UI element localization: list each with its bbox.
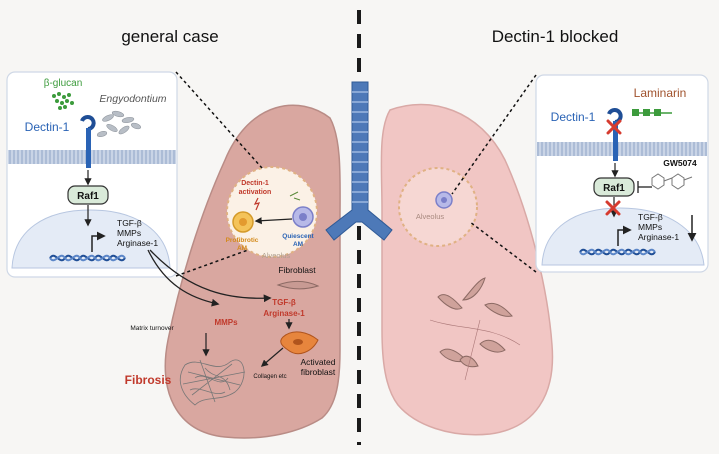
left-membrane xyxy=(8,150,176,164)
lightning-icon xyxy=(253,197,261,211)
dectin1-label: Dectin-1 xyxy=(25,120,70,134)
mmps-arrow xyxy=(147,249,220,307)
trachea xyxy=(325,81,393,241)
collagen-arrow xyxy=(260,347,284,367)
left-panel-title: general case xyxy=(121,27,218,46)
arginase-label: Arginase-1 xyxy=(263,309,305,318)
laminarin-label: Laminarin xyxy=(634,86,687,100)
quiescent-am-nucleus xyxy=(299,213,307,221)
right-lung-fissures xyxy=(429,319,521,381)
right-fibroblasts xyxy=(437,277,513,368)
dectin1-receptor-icon xyxy=(80,115,96,168)
activated-label-2: fibroblast xyxy=(301,367,336,377)
activated-fibroblast-nucleus xyxy=(293,339,303,345)
activation-arrow xyxy=(254,217,293,225)
profibrotic-am-nucleus xyxy=(239,218,247,226)
fibrosis-label: Fibrosis xyxy=(125,373,172,387)
transcription-block-x-icon xyxy=(605,200,621,216)
beta-glucan-icon xyxy=(52,92,74,110)
left-nucleus xyxy=(11,209,171,269)
activated-label-1: Activated xyxy=(301,357,336,367)
collagen-label: Collagen etc xyxy=(253,374,286,380)
left-gene-tgf: TGF-β xyxy=(117,218,142,228)
fibroblast-label: Fibroblast xyxy=(278,265,316,275)
quiescent-label-1: Quiescent xyxy=(282,233,314,240)
left-alveolus-label: Alveolus xyxy=(262,251,291,260)
right-inset-connector-top xyxy=(451,74,537,195)
laminarin-icon xyxy=(632,109,672,116)
fibrosis-mesh xyxy=(179,359,246,406)
left-raf1-label: Raf1 xyxy=(77,191,99,202)
right-alveolus xyxy=(398,167,478,247)
gw5074-molecule-icon xyxy=(651,173,693,190)
profibrotic-label-2: AM xyxy=(237,245,247,252)
beta-glucan-label: β-glucan xyxy=(44,78,83,89)
left-gene-mmps: MMPs xyxy=(117,228,141,238)
activation-label-1: Dectin-1 xyxy=(241,180,269,187)
gw5074-label: GW5074 xyxy=(663,158,697,168)
right-alveolus-label: Alveolus xyxy=(416,212,445,221)
right-dna-helix xyxy=(579,248,656,256)
fibroblast-cell xyxy=(276,280,320,290)
right-inset xyxy=(535,74,709,273)
left-alveolus xyxy=(226,166,318,258)
left-raf1-box xyxy=(67,185,109,205)
tgf-label: TGF-β xyxy=(272,298,296,307)
right-panel-title: Dectin-1 blocked xyxy=(492,27,619,46)
left-inset-connector-top xyxy=(175,71,263,169)
right-dectin1-receptor-icon xyxy=(607,108,623,161)
left-dna-helix xyxy=(49,254,126,262)
mmps-label: MMPs xyxy=(214,318,238,327)
right-inset-connector-bottom xyxy=(469,221,537,273)
right-dectin1-label: Dectin-1 xyxy=(551,110,596,124)
engyodontium-icon xyxy=(96,110,142,137)
left-inset-connector-bottom xyxy=(175,249,249,277)
matrix-turnover-label: Matrix turnover xyxy=(130,325,174,332)
left-transcription-arrow xyxy=(91,231,106,252)
right-membrane xyxy=(537,142,707,156)
right-gene-mmps: MMPs xyxy=(638,222,662,232)
right-lung xyxy=(380,103,554,436)
right-transcription-arrow xyxy=(617,225,632,246)
glucan-particle-icon xyxy=(289,191,301,201)
right-raf1-box xyxy=(593,177,635,197)
right-raf1-label: Raf1 xyxy=(603,183,625,194)
tgf-arrow xyxy=(149,249,272,303)
quiescent-label-2: AM xyxy=(293,241,303,248)
receptor-block-x-icon xyxy=(606,119,622,135)
activation-label-2: activation xyxy=(239,189,272,196)
left-gene-arginase: Arginase-1 xyxy=(117,238,158,248)
gw5074-inhibition-icon xyxy=(637,181,652,193)
profibrotic-label-1: Profibrotic xyxy=(226,237,259,244)
right-gene-tgf: TGF-β xyxy=(638,212,663,222)
right-gene-arginase: Arginase-1 xyxy=(638,232,679,242)
right-am-nucleus xyxy=(441,197,447,203)
engyodontium-label: Engyodontium xyxy=(99,93,166,105)
